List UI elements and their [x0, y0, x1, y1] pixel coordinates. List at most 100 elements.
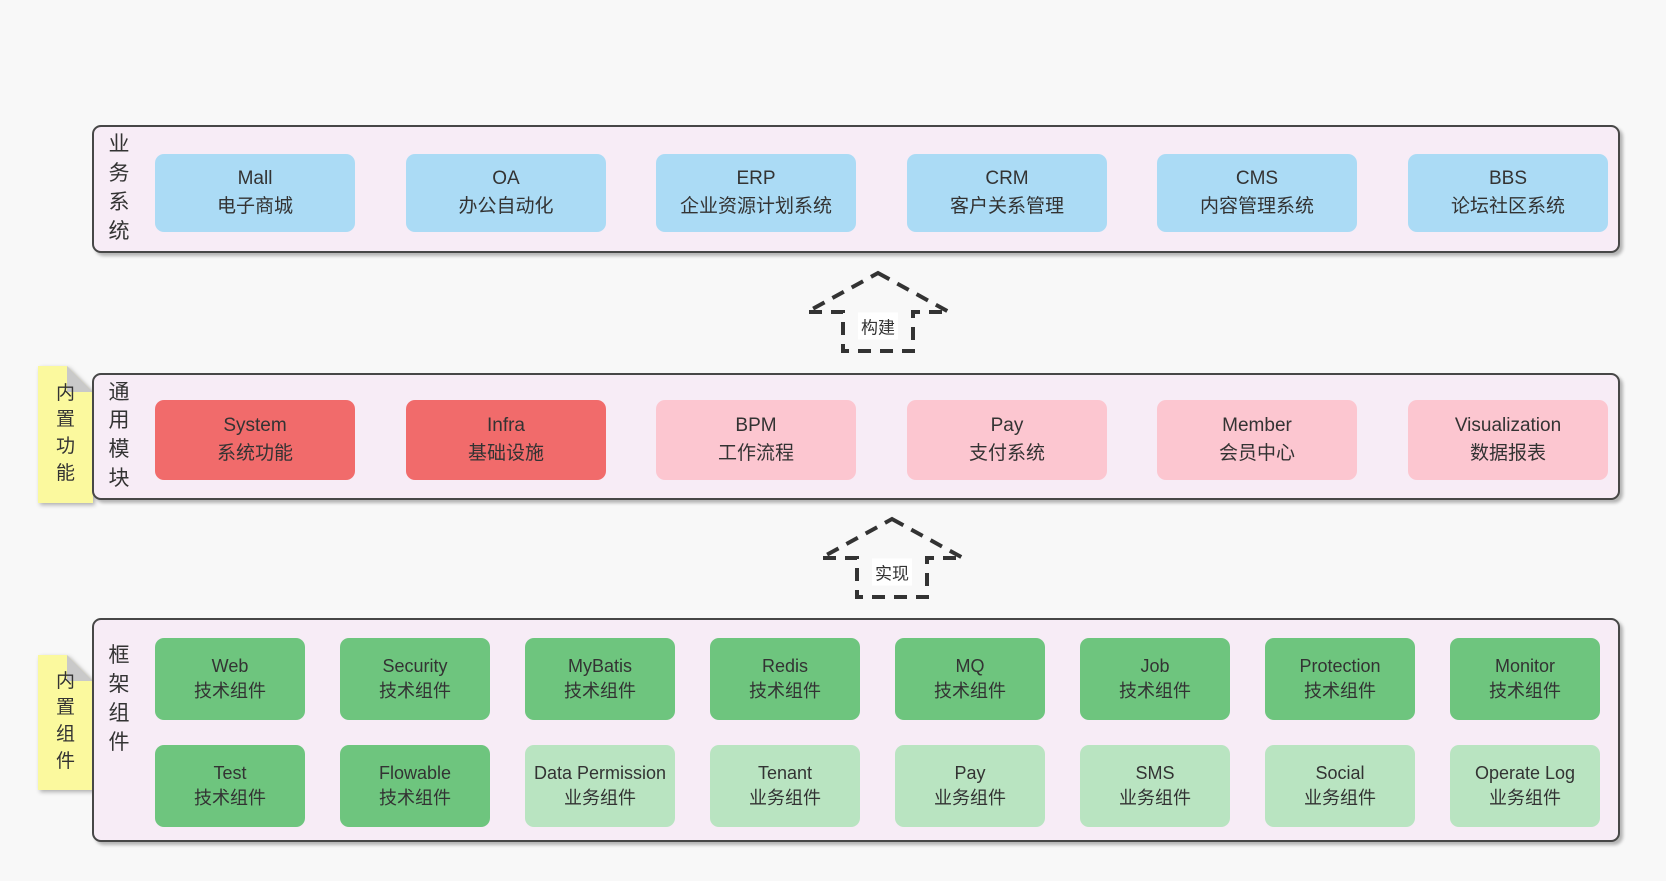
box-job: Job 技术组件	[1080, 638, 1230, 720]
box-subtitle: 技术组件	[934, 681, 1006, 701]
box-infra: Infra 基础设施	[406, 400, 606, 480]
box-title: Mall	[237, 168, 273, 190]
box-title: ERP	[736, 168, 776, 190]
box-title: Member	[1222, 415, 1292, 437]
box-subtitle: 办公自动化	[458, 196, 554, 217]
box-subtitle: 数据报表	[1469, 443, 1546, 464]
box-protection: Protection 技术组件	[1265, 638, 1415, 720]
box-title: Security	[382, 655, 448, 676]
sticky-note-builtin-components: 内置组件	[38, 655, 93, 790]
box-title: Test	[213, 762, 247, 783]
box-subtitle: 业务组件	[1489, 788, 1561, 808]
arrow-up-icon	[806, 270, 950, 353]
box-crm: CRM 客户关系管理	[907, 154, 1107, 232]
section-modules-label: 通用模块	[108, 380, 130, 491]
box-subtitle: 技术组件	[1119, 681, 1191, 701]
box-subtitle: 会员中心	[1218, 443, 1295, 464]
box-pay: Pay 支付系统	[907, 400, 1107, 480]
box-web: Web 技术组件	[155, 638, 305, 720]
box-subtitle: 内容管理系统	[1199, 196, 1314, 217]
box-subtitle: 工作流程	[717, 443, 794, 464]
arrow-up-icon	[820, 516, 964, 599]
box-subtitle: 技术组件	[194, 681, 266, 701]
box-subtitle: 基础设施	[467, 443, 544, 464]
box-title: Pay	[990, 415, 1024, 437]
box-subtitle: 业务组件	[564, 788, 636, 808]
box-flowable: Flowable 技术组件	[340, 745, 490, 827]
box-title: SMS	[1135, 762, 1175, 783]
box-system: System 系统功能	[155, 400, 355, 480]
box-title: Monitor	[1494, 655, 1556, 676]
box-bbs: BBS 论坛社区系统	[1408, 154, 1608, 232]
box-social: Social 业务组件	[1265, 745, 1415, 827]
section-common-modules: 通用模块 System 系统功能 Infra 基础设施 BPM 工作流程 Pay…	[92, 373, 1620, 500]
box-title: Pay	[954, 762, 986, 783]
box-subtitle: 论坛社区系统	[1450, 196, 1565, 217]
box-cms: CMS 内容管理系统	[1157, 154, 1357, 232]
box-subtitle: 技术组件	[1489, 681, 1561, 701]
box-visualization: Visualization 数据报表	[1408, 400, 1608, 480]
box-mall: Mall 电子商城	[155, 154, 355, 232]
box-title: MyBatis	[567, 655, 632, 676]
section-business-label: 业务系统	[108, 133, 130, 243]
box-bpm: BPM 工作流程	[656, 400, 856, 480]
box-title: CMS	[1235, 168, 1279, 190]
box-title: System	[223, 415, 287, 437]
box-title: BBS	[1488, 168, 1528, 190]
box-subtitle: 业务组件	[1119, 788, 1191, 808]
box-subtitle: 企业资源计划系统	[679, 196, 832, 217]
box-title: Social	[1315, 762, 1365, 783]
box-pay-business: Pay 业务组件	[895, 745, 1045, 827]
sticky-note-text: 内置功能	[55, 382, 75, 485]
section-framework-components: 框架组件 Web 技术组件 Security 技术组件 MyBatis 技术组件…	[92, 618, 1620, 842]
implement-arrow-label: 实现	[872, 558, 912, 586]
build-arrow: 构建	[803, 270, 953, 354]
box-title: Tenant	[757, 762, 813, 783]
box-subtitle: 技术组件	[749, 681, 821, 701]
section-business-systems: 业务系统 Mall 电子商城 OA 办公自动化 ERP 企业资源计划系统 CRM…	[92, 125, 1620, 253]
box-data-permission: Data Permission 业务组件	[525, 745, 675, 827]
box-member: Member 会员中心	[1157, 400, 1357, 480]
box-subtitle: 技术组件	[1304, 681, 1376, 701]
box-erp: ERP 企业资源计划系统	[656, 154, 856, 232]
sticky-note-builtin-features: 内置功能	[38, 366, 93, 503]
box-oa: OA 办公自动化	[406, 154, 606, 232]
box-test: Test 技术组件	[155, 745, 305, 827]
box-subtitle: 支付系统	[968, 443, 1045, 464]
box-title: Data Permission	[533, 762, 667, 783]
box-mq: MQ 技术组件	[895, 638, 1045, 720]
implement-arrow: 实现	[817, 516, 967, 600]
box-monitor: Monitor 技术组件	[1450, 638, 1600, 720]
box-subtitle: 电子商城	[216, 196, 293, 217]
box-subtitle: 客户关系管理	[949, 196, 1064, 217]
box-title: MQ	[955, 655, 985, 676]
box-subtitle: 业务组件	[749, 788, 821, 808]
box-subtitle: 业务组件	[1304, 788, 1376, 808]
box-subtitle: 技术组件	[379, 681, 451, 701]
build-arrow-label: 构建	[858, 312, 898, 340]
sticky-note-text: 内置组件	[55, 670, 75, 773]
box-title: Job	[1140, 655, 1170, 676]
box-title: Infra	[486, 415, 526, 437]
box-title: Web	[211, 655, 249, 676]
box-subtitle: 业务组件	[934, 788, 1006, 808]
box-subtitle: 技术组件	[564, 681, 636, 701]
box-title: Operate Log	[1474, 762, 1576, 783]
folded-corner-icon	[67, 366, 93, 392]
folded-corner-icon	[67, 655, 93, 681]
box-mybatis: MyBatis 技术组件	[525, 638, 675, 720]
box-title: BPM	[735, 415, 777, 437]
box-title: Visualization	[1454, 415, 1562, 437]
box-title: OA	[492, 168, 520, 190]
box-title: Flowable	[378, 762, 452, 783]
box-title: CRM	[985, 168, 1029, 190]
box-sms: SMS 业务组件	[1080, 745, 1230, 827]
box-operate-log: Operate Log 业务组件	[1450, 745, 1600, 827]
box-tenant: Tenant 业务组件	[710, 745, 860, 827]
box-security: Security 技术组件	[340, 638, 490, 720]
box-redis: Redis 技术组件	[710, 638, 860, 720]
box-subtitle: 系统功能	[216, 443, 293, 464]
box-title: Redis	[761, 655, 809, 676]
box-subtitle: 技术组件	[194, 788, 266, 808]
